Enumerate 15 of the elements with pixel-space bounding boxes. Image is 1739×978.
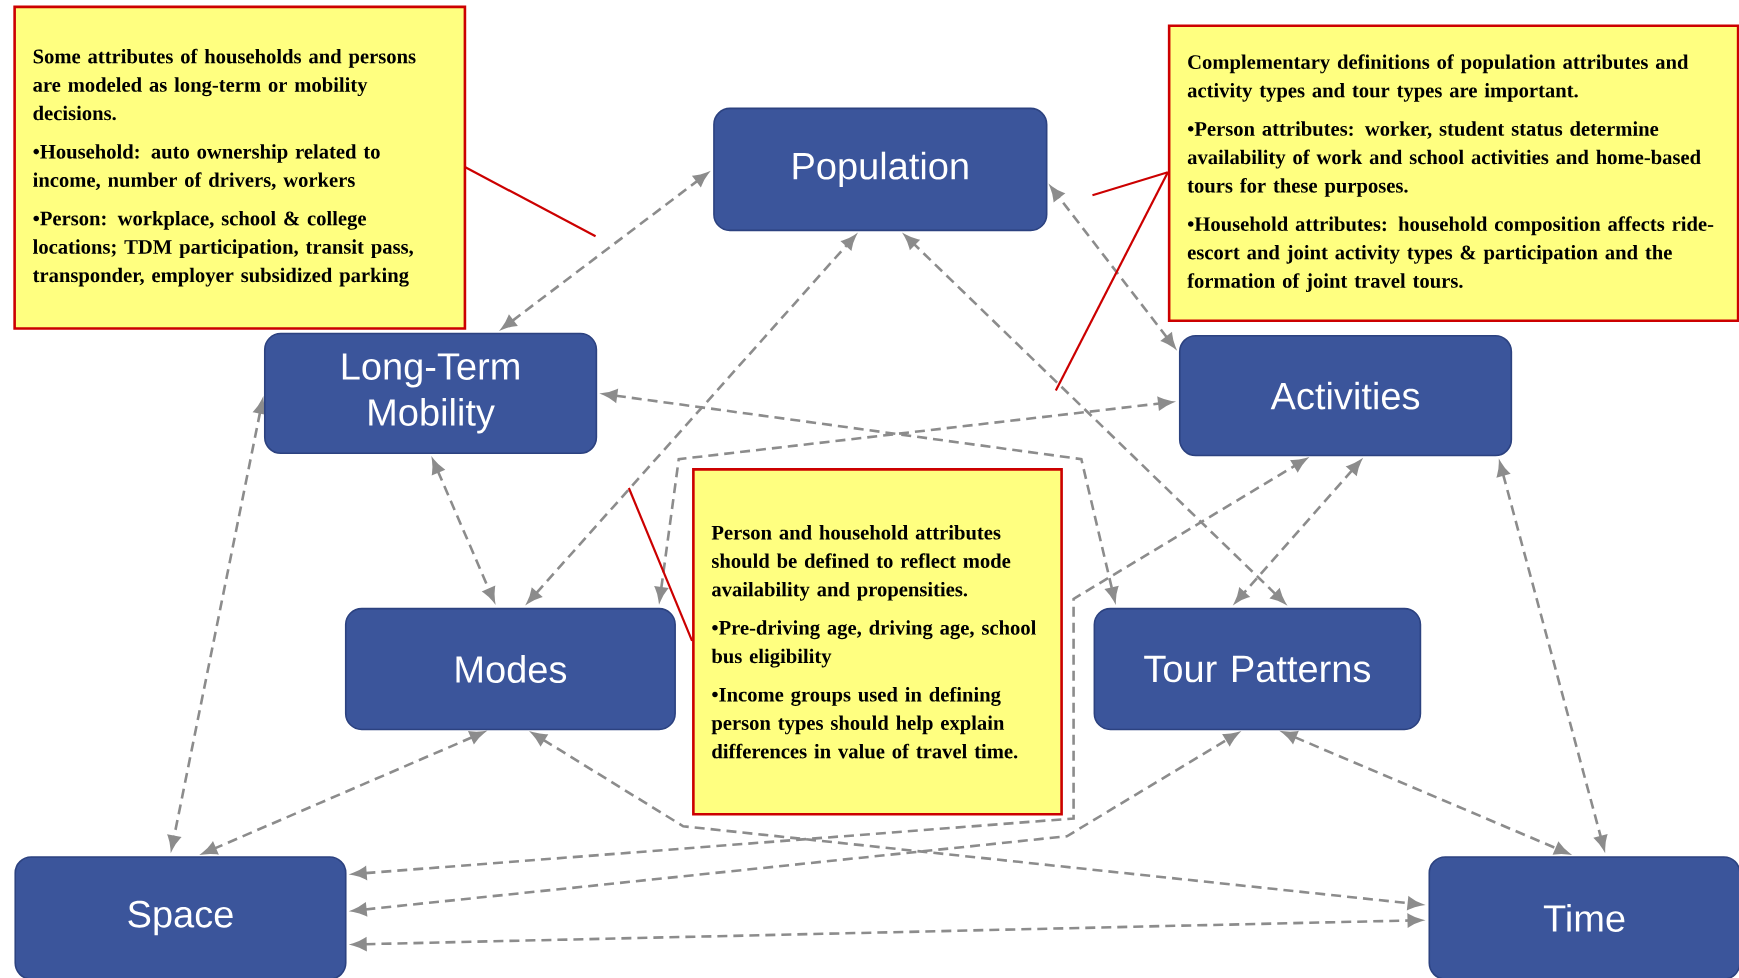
arrow	[1050, 186, 1176, 348]
callout-box: Some attributes of households and persons are modeled as long-term or mobility decisions. •Household: auto ownership related to income, number of drivers, workers •Person: workplace, school & college locations; TDM participation, transit pass, transponder, employer subsidized parking	[13, 5, 467, 330]
arrow	[501, 172, 709, 330]
concept-box: Long-Term Mobility	[263, 332, 598, 455]
concept-box: Space	[14, 856, 347, 978]
leader-line	[463, 165, 597, 238]
concept-box: Time	[1428, 856, 1739, 978]
arrow	[1282, 731, 1569, 855]
concept-box: Activities	[1178, 334, 1513, 457]
callout-box: Complementary definitions of population attributes and activity types and tour types are important. •Person attributes: worker, student status determine availability of work and school activities and home-based tours for these purposes. •Household attributes: household composition affects ride-escort and joint activity types & participation and the formation of joint travel tours.	[1167, 24, 1739, 322]
leader-line	[1092, 171, 1169, 197]
arrow	[167, 399, 267, 850]
concept-box: Population	[713, 107, 1048, 232]
leader-line	[1054, 171, 1169, 391]
arrow	[1496, 461, 1608, 850]
